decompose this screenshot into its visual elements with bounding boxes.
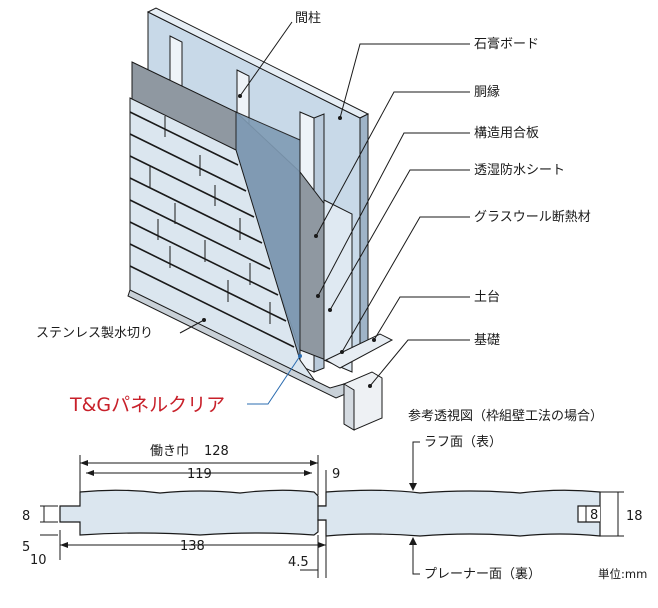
product-name: T&Gパネルクリア [69, 394, 225, 416]
leader-lines-blue [247, 355, 301, 405]
label-structural-plywood: 構造用合板 [474, 126, 539, 141]
label-furring: 胴縁 [474, 84, 500, 100]
label-rough-face: ラフ面（表） [424, 435, 502, 450]
label-dim-8-left: 8 [22, 509, 30, 524]
leader-lines [179, 21, 470, 387]
label-dim-128: 128 [204, 444, 229, 459]
dimension-arrows [60, 460, 417, 548]
label-drip-flashing: ステンレス製水切り [36, 326, 153, 341]
label-gypsum-board: 石膏ボード [474, 36, 539, 52]
label-dim-119: 119 [187, 467, 212, 482]
label-planed-face: プレーナー面（裏） [424, 567, 541, 582]
section-view [59, 489, 601, 537]
label-unit: 単位:mm [598, 567, 647, 581]
label-dim-4-5: 4.5 [288, 555, 309, 570]
label-foundation: 基礎 [474, 333, 500, 348]
label-dim-9: 9 [332, 467, 340, 482]
section-panel-left [59, 489, 327, 536]
label-effective-width: 働き巾 [150, 444, 189, 459]
label-dim-138: 138 [180, 539, 205, 554]
label-glass-wool: グラスウール断熱材 [474, 210, 591, 225]
perspective-caption: 参考透視図（枠組壁工法の場合） [408, 408, 603, 424]
section-panel-right [317, 489, 601, 537]
label-breathable-sheet: 透湿防水シート [474, 162, 565, 178]
glass-wool [323, 199, 353, 373]
label-stud: 間柱 [295, 11, 321, 26]
leader-dots [202, 94, 376, 388]
perspective-view [127, 7, 394, 431]
label-dim-10: 10 [30, 553, 47, 568]
label-dim-5: 5 [22, 540, 30, 555]
label-dim-8-right: 8 [590, 508, 598, 523]
dimension-lines [40, 441, 624, 578]
label-dim-18: 18 [626, 509, 643, 524]
sill [324, 333, 394, 369]
label-sill: 土台 [474, 290, 500, 305]
